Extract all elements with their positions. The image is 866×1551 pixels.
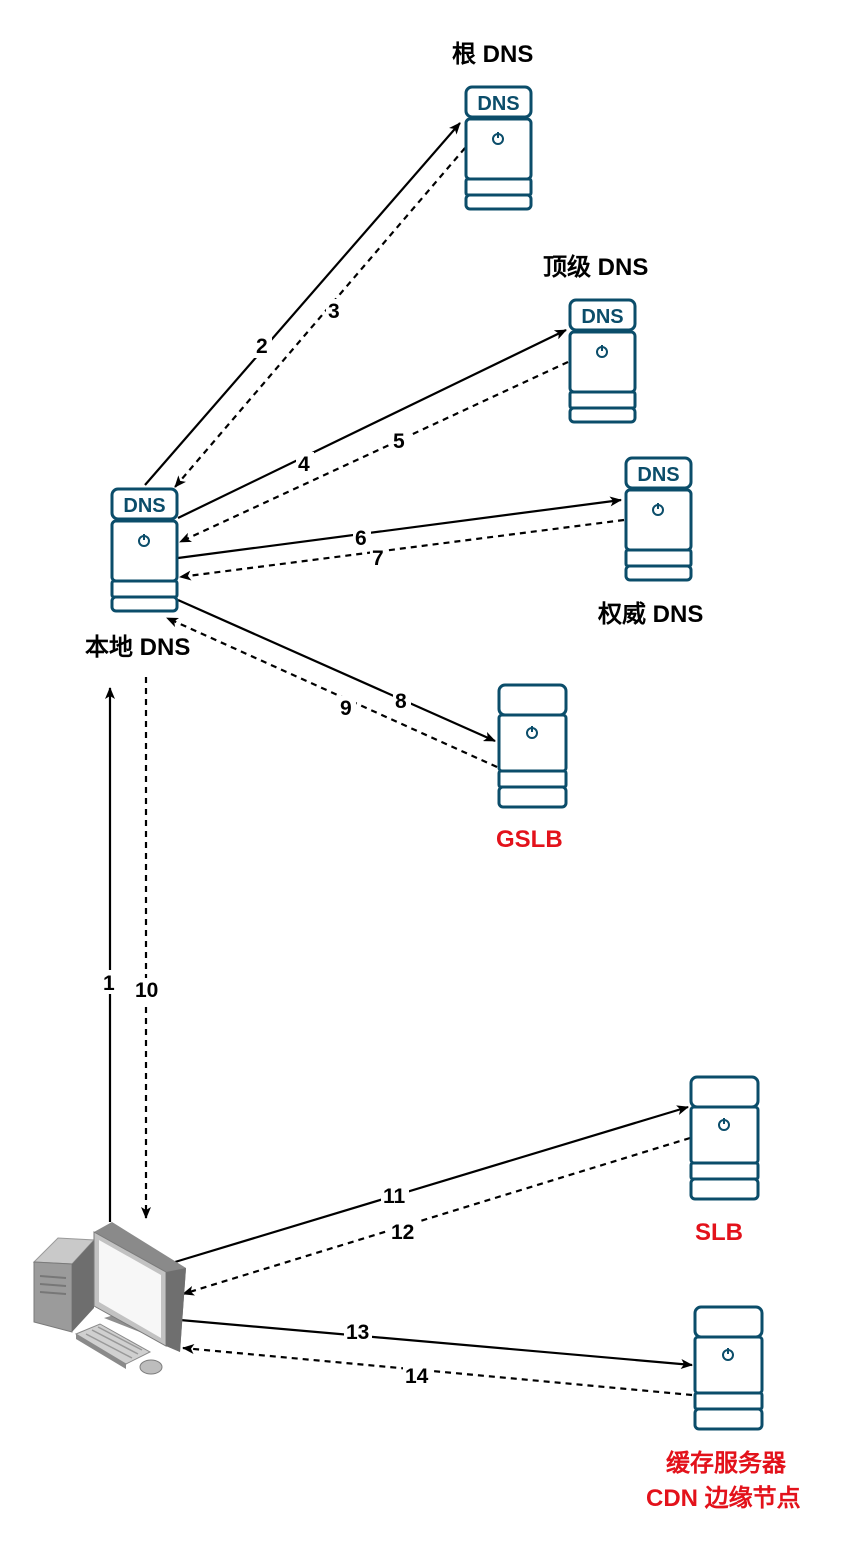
slb-label: SLB — [695, 1219, 743, 1246]
root-dns-badge: DNS — [477, 93, 519, 115]
local-dns-label: 本地 DNS — [85, 634, 190, 661]
step-labels: 1 10 2 3 4 5 6 7 8 9 11 12 13 14 — [100, 299, 431, 1388]
step-9-text: 9 — [340, 697, 352, 720]
step-label-4: 4 — [296, 452, 314, 476]
step-11-text: 11 — [383, 1185, 406, 1208]
step-12-text: 12 — [391, 1221, 414, 1244]
arrow-5 — [179, 361, 569, 543]
step-14-text: 14 — [405, 1365, 429, 1388]
step-label-2: 2 — [254, 334, 272, 358]
server-icon — [568, 330, 637, 424]
step-label-3: 3 — [326, 299, 344, 323]
arrow-3 — [174, 147, 466, 488]
cache-label-line2: CDN 边缘节点 — [646, 1484, 801, 1512]
step-10-text: 10 — [135, 979, 158, 1002]
arrows — [105, 122, 693, 1397]
arrow-4 — [177, 329, 567, 519]
step-label-12: 12 — [389, 1221, 417, 1244]
arrow-13 — [179, 1318, 693, 1370]
gslb-server — [497, 683, 568, 809]
step-2-text: 2 — [256, 335, 268, 358]
step-13-text: 13 — [346, 1321, 369, 1344]
arrow-6 — [177, 496, 622, 560]
root-dns-label: 根 DNS — [452, 40, 533, 68]
step-label-1: 1 — [100, 970, 118, 995]
local-dns-badge: DNS — [123, 495, 165, 517]
server-icon — [464, 117, 533, 211]
slb-server — [689, 1075, 760, 1201]
server-icon — [689, 1075, 760, 1201]
arrow-12 — [182, 1136, 691, 1296]
step-label-7: 7 — [370, 547, 388, 570]
step-4-text: 4 — [298, 453, 310, 476]
server-icon — [110, 519, 179, 613]
step-1-text: 1 — [103, 972, 115, 995]
step-6-text: 6 — [355, 527, 367, 550]
arrow-8 — [177, 598, 496, 743]
server-icon — [693, 1305, 764, 1431]
step-label-10: 10 — [133, 978, 163, 1002]
step-label-11: 11 — [381, 1185, 409, 1208]
auth-dns-badge: DNS — [637, 464, 679, 486]
arrow-7 — [179, 518, 625, 581]
arrow-2 — [144, 122, 461, 486]
client-computer-icon — [32, 1222, 186, 1375]
step-8-text: 8 — [395, 690, 407, 713]
root-dns-server: DNS — [464, 85, 533, 211]
step-5-text: 5 — [393, 430, 405, 453]
cache-server — [693, 1305, 764, 1431]
gslb-label: GSLB — [496, 826, 563, 853]
step-3-text: 3 — [328, 300, 340, 323]
arrow-11 — [174, 1105, 689, 1264]
server-icon — [497, 683, 568, 809]
step-label-9: 9 — [338, 696, 356, 720]
step-label-6: 6 — [353, 527, 371, 550]
arrow-9 — [166, 616, 498, 769]
tld-dns-badge: DNS — [581, 306, 623, 328]
step-label-14: 14 — [403, 1365, 431, 1388]
step-label-8: 8 — [393, 689, 411, 713]
step-7-text: 7 — [372, 547, 384, 570]
auth-dns-label: 权威 DNS — [597, 600, 703, 628]
local-dns-server: DNS — [110, 487, 179, 613]
cache-label-line1: 缓存服务器 — [666, 1449, 787, 1477]
tld-dns-server: DNS — [568, 298, 637, 424]
step-label-13: 13 — [344, 1321, 372, 1344]
arrow-14 — [182, 1344, 693, 1397]
auth-dns-server: DNS — [624, 456, 693, 582]
server-icon — [624, 488, 693, 582]
step-label-5: 5 — [391, 429, 409, 453]
tld-dns-label: 顶级 DNS — [543, 253, 648, 281]
